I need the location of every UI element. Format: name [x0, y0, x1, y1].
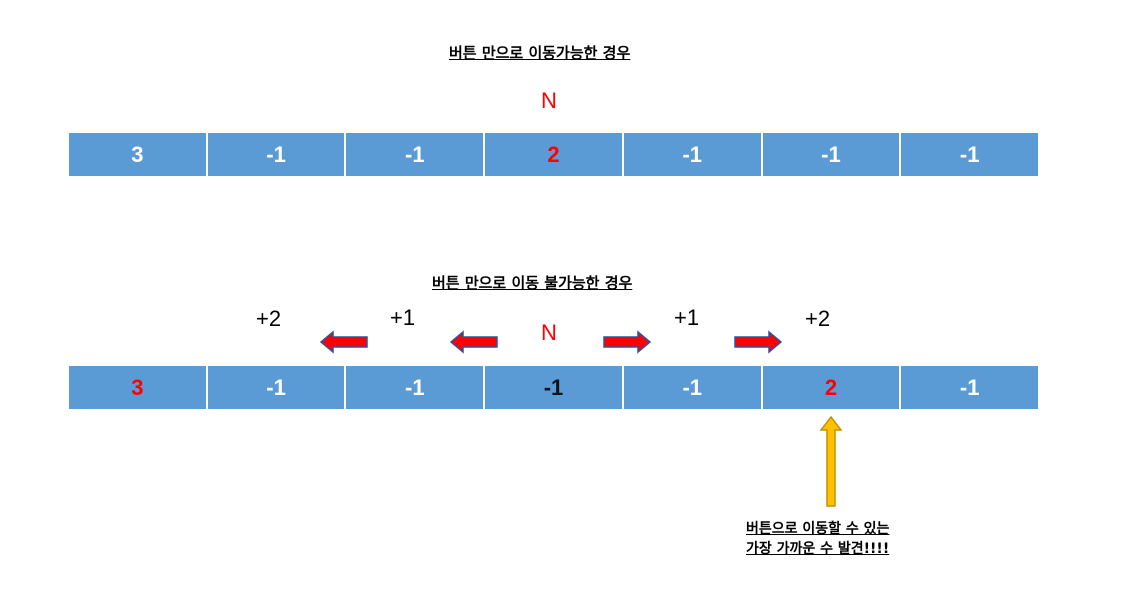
bottom-cell-2: -1 [346, 366, 486, 409]
top-cell-6: -1 [901, 133, 1039, 176]
top-n-marker: N [541, 88, 557, 113]
right-far-arrow-icon [734, 330, 782, 354]
top-cell-3: 2 [485, 133, 624, 176]
bottom-cell-3: -1 [485, 366, 624, 409]
bottom-cell-4: -1 [623, 366, 763, 409]
top-cell-5: -1 [762, 133, 902, 176]
bottom-heading: 버튼 만으로 이동 불가능한 경우 [432, 274, 633, 292]
found-note: 버튼으로 이동할 수 있는 가장 가까운 수 발견!!!! [746, 519, 889, 559]
top-cell-2: -1 [346, 133, 486, 176]
found-pointer-arrow-icon [819, 416, 843, 507]
left-near-arrow-icon [450, 330, 498, 354]
step-right-far: +2 [805, 306, 831, 331]
bottom-cell-0: 3 [69, 366, 208, 409]
step-left-near: +1 [390, 305, 416, 330]
top-cell-0: 3 [69, 133, 208, 176]
right-near-arrow-icon [603, 330, 651, 354]
bottom-cell-row: 3 -1 -1 -1 -1 2 -1 [69, 366, 1039, 409]
left-far-arrow-icon [320, 330, 368, 354]
bottom-cell-1: -1 [207, 366, 347, 409]
found-note-line2: 가장 가까운 수 발견!!!! [746, 541, 890, 557]
bottom-cell-5: 2 [762, 366, 902, 409]
top-cell-4: -1 [623, 133, 763, 176]
step-right-near: +1 [674, 305, 700, 330]
top-heading: 버튼 만으로 이동가능한 경우 [449, 44, 631, 62]
top-cell-row: 3 -1 -1 2 -1 -1 -1 [69, 133, 1039, 176]
bottom-cell-6: -1 [901, 366, 1039, 409]
bottom-n-marker: N [541, 320, 557, 345]
step-left-far: +2 [256, 306, 282, 331]
top-cell-1: -1 [207, 133, 347, 176]
found-note-line1: 버튼으로 이동할 수 있는 [746, 521, 890, 537]
